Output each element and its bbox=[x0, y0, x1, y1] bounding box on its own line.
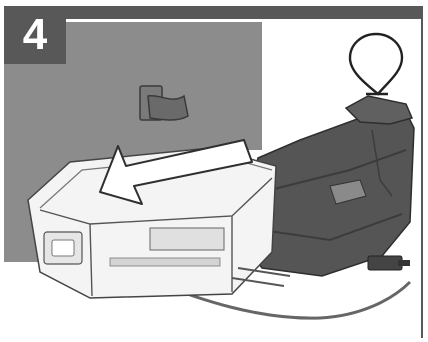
side-rule bbox=[421, 6, 423, 338]
lightbulb-icon bbox=[350, 34, 402, 94]
header-rule bbox=[66, 6, 422, 19]
step-number: 4 bbox=[4, 6, 66, 64]
